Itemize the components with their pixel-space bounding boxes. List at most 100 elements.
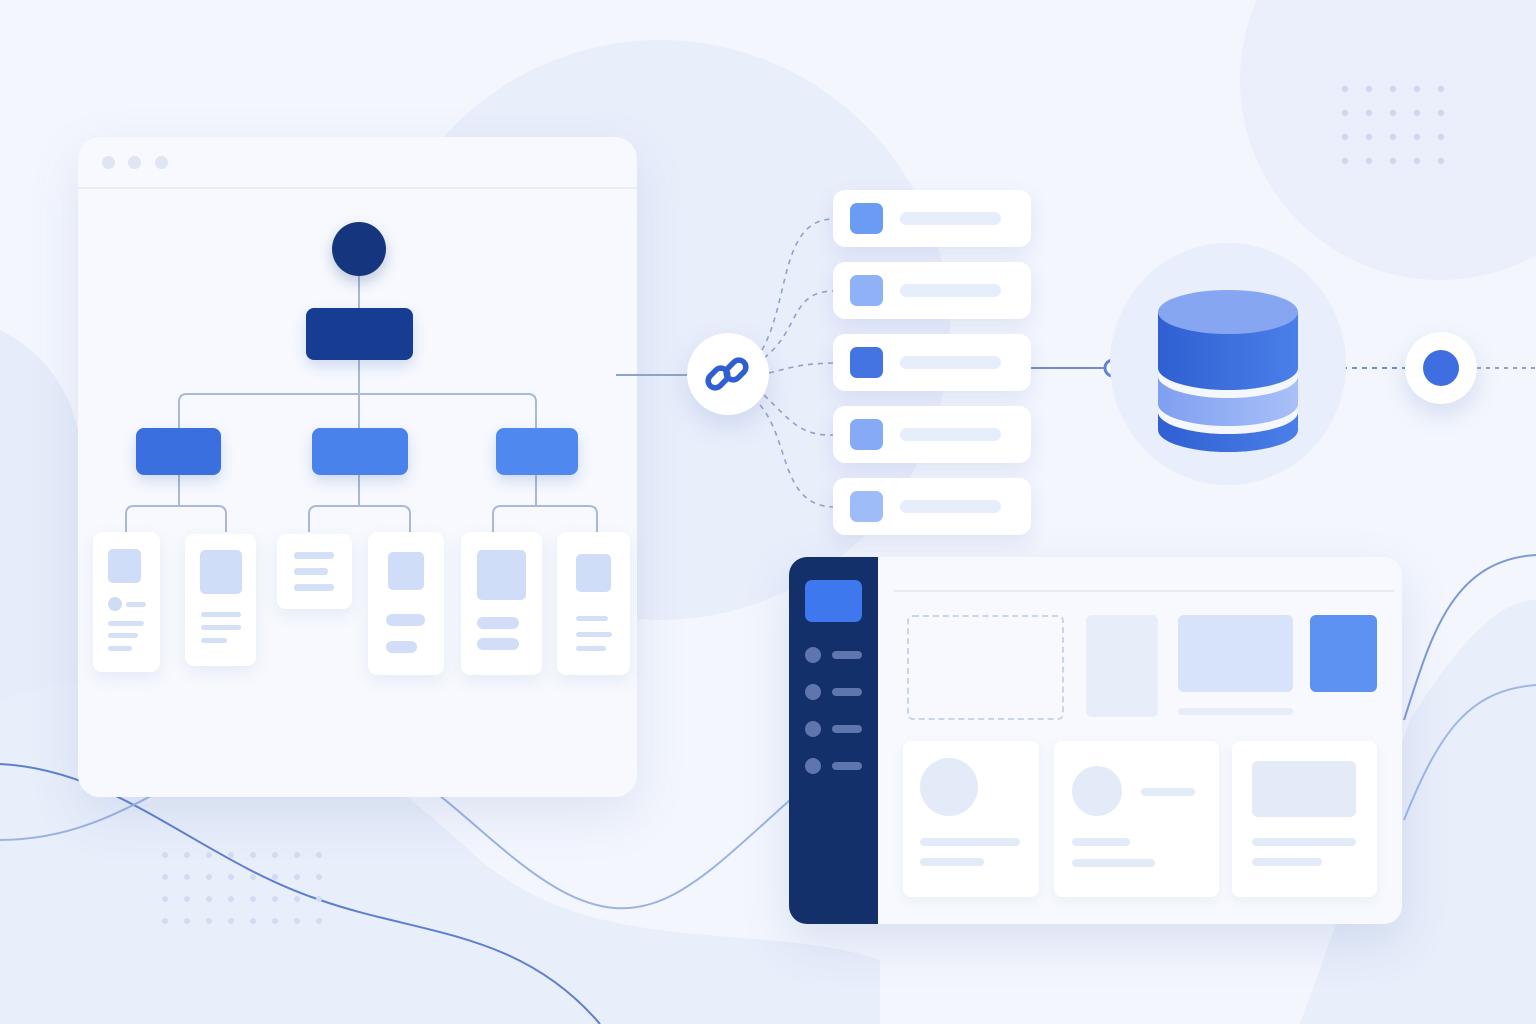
- background-blob-top-right: [1240, 0, 1536, 280]
- dashboard-media-card[interactable]: [1232, 741, 1377, 897]
- page-card-thumbnail: [576, 554, 611, 592]
- page-card[interactable]: [557, 532, 630, 675]
- decorative-dot: [250, 896, 256, 902]
- decorative-dot: [162, 852, 168, 858]
- decorative-dot: [316, 874, 322, 880]
- window-titlebar: [78, 137, 637, 189]
- window-control-dot[interactable]: [128, 156, 141, 169]
- dashboard-tile[interactable]: [1086, 615, 1158, 717]
- record-icon-square: [850, 275, 883, 306]
- decorative-dot: [1389, 109, 1397, 117]
- dot-grid-top-right: [1341, 85, 1445, 165]
- page-card[interactable]: [277, 534, 352, 609]
- decorative-dot: [206, 918, 212, 924]
- decorative-dot: [162, 874, 168, 880]
- record-icon-square: [850, 203, 883, 234]
- decorative-dot: [1437, 109, 1445, 117]
- page-card-thumbnail: [388, 552, 424, 590]
- decorative-dot: [1341, 133, 1349, 141]
- link-chain-icon: [705, 357, 749, 391]
- page-card[interactable]: [185, 534, 256, 666]
- sitemap-home-node[interactable]: [306, 308, 413, 360]
- record-label-placeholder: [900, 428, 1001, 441]
- record-label-placeholder: [900, 284, 1001, 297]
- decorative-dot: [228, 874, 234, 880]
- decorative-dot: [1365, 157, 1373, 165]
- data-record-row[interactable]: [833, 478, 1031, 535]
- decorative-dot: [184, 896, 190, 902]
- decorative-dot: [1365, 133, 1373, 141]
- dashboard-tile[interactable]: [1178, 615, 1293, 692]
- window-control-dot[interactable]: [155, 156, 168, 169]
- decorative-dot: [1413, 109, 1421, 117]
- decorative-dot: [294, 852, 300, 858]
- decorative-dot: [272, 918, 278, 924]
- decorative-dot: [1389, 133, 1397, 141]
- sidebar-menu-item[interactable]: [832, 725, 862, 733]
- sitemap-root-node[interactable]: [332, 222, 386, 276]
- dashboard-header-divider: [894, 590, 1394, 592]
- avatar: [1072, 766, 1122, 816]
- decorative-dot: [1413, 157, 1421, 165]
- endpoint-dot-icon: [1423, 350, 1459, 386]
- decorative-dot: [1341, 85, 1349, 93]
- dashboard-profile-card[interactable]: [1054, 741, 1219, 897]
- data-record-row[interactable]: [833, 406, 1031, 463]
- decorative-dot: [184, 874, 190, 880]
- dashboard-drop-zone[interactable]: [907, 615, 1064, 720]
- decorative-dot: [250, 874, 256, 880]
- dashboard-profile-card[interactable]: [903, 741, 1039, 897]
- sidebar-menu-item[interactable]: [832, 688, 862, 696]
- sidebar-menu-dot: [805, 721, 821, 737]
- sidebar-menu-dot: [805, 647, 821, 663]
- decorative-dot: [272, 852, 278, 858]
- page-card-thumbnail: [200, 550, 242, 594]
- decorative-dot: [1413, 85, 1421, 93]
- decorative-dot: [206, 896, 212, 902]
- decorative-dot: [250, 918, 256, 924]
- data-record-row[interactable]: [833, 262, 1031, 319]
- decorative-dot: [1341, 157, 1349, 165]
- link-hub[interactable]: [687, 333, 769, 415]
- decorative-dot: [1389, 157, 1397, 165]
- record-label-placeholder: [900, 212, 1001, 225]
- window-control-dot[interactable]: [102, 156, 115, 169]
- sidebar-menu-item[interactable]: [832, 762, 862, 770]
- page-card-avatar: [108, 597, 122, 611]
- dashboard-tile-highlight[interactable]: [1310, 615, 1377, 692]
- sitemap-section-node[interactable]: [312, 428, 408, 475]
- wave-line-right-b: [1403, 684, 1536, 821]
- sitemap-section-node[interactable]: [496, 428, 578, 475]
- sidebar-menu-item[interactable]: [832, 651, 862, 659]
- data-record-row[interactable]: [833, 190, 1031, 247]
- sitemap-section-node[interactable]: [136, 428, 221, 475]
- dashboard-logo-block[interactable]: [805, 580, 862, 622]
- decorative-dot: [1365, 85, 1373, 93]
- page-card[interactable]: [461, 532, 542, 675]
- decorative-dot: [162, 896, 168, 902]
- page-card[interactable]: [368, 532, 444, 675]
- decorative-dot: [1341, 109, 1349, 117]
- dashboard-window: [789, 557, 1402, 924]
- background-blob-left: [0, 330, 82, 800]
- page-card[interactable]: [93, 532, 160, 672]
- media-thumbnail: [1252, 761, 1356, 817]
- decorative-dot: [206, 874, 212, 880]
- decorative-dot: [294, 874, 300, 880]
- data-record-row[interactable]: [833, 334, 1031, 391]
- decorative-dot: [294, 918, 300, 924]
- endpoint-node[interactable]: [1405, 332, 1477, 404]
- decorative-dot: [1437, 157, 1445, 165]
- decorative-dot: [228, 918, 234, 924]
- decorative-dot: [250, 852, 256, 858]
- decorative-dot: [1365, 109, 1373, 117]
- decorative-dot: [184, 918, 190, 924]
- decorative-dot: [1437, 133, 1445, 141]
- decorative-dot: [206, 852, 212, 858]
- database-stack-icon[interactable]: [1150, 280, 1306, 464]
- decorative-dot: [184, 852, 190, 858]
- decorative-dot: [228, 852, 234, 858]
- decorative-dot: [162, 918, 168, 924]
- sidebar-menu-dot: [805, 684, 821, 700]
- wave-line-right-a: [1403, 554, 1536, 721]
